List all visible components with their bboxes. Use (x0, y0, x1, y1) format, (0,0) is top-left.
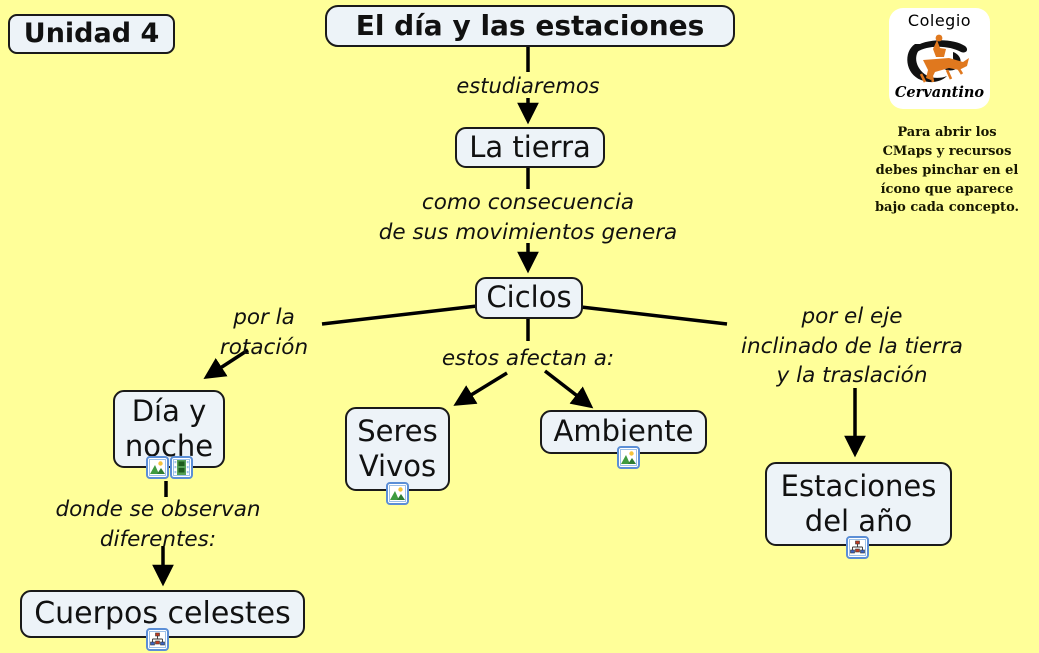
logo-caption: Para abrir los CMaps y recursos debes pi… (874, 125, 1020, 216)
concept-seres-vivos-label: Seres Vivos (357, 413, 438, 483)
concept-la-tierra-label: La tierra (469, 129, 591, 164)
concept-estaciones-del-ano: Estaciones del año (765, 462, 952, 546)
estaciones-cmap-icon[interactable] (846, 536, 869, 559)
link-ciclos-to-por-el-eje (580, 305, 728, 326)
linkphrase-estudiaremos: estudiaremos (456, 74, 600, 98)
school-name-top: Colegio (907, 11, 972, 30)
concept-la-tierra: La tierra (455, 127, 605, 168)
concept-dia-y-noche: Día y noche (113, 390, 225, 468)
school-name-bottom: Cervantino (894, 84, 985, 101)
concept-seres-vivos: Seres Vivos (345, 407, 450, 491)
dia-y-noche-image-icon[interactable] (146, 456, 169, 479)
concept-title-label: El día y las estaciones (355, 8, 705, 42)
ambiente-image-icon[interactable] (617, 446, 640, 469)
linkphrase-por-la-rotacion: por la rotación (219, 305, 309, 360)
linkphrase-como-consecuencia: como consecuencia de sus movimientos gen… (378, 190, 678, 245)
arrow-estos-afectan-to-seres-vivos (453, 371, 508, 406)
concept-ciclos: Ciclos (475, 277, 583, 319)
link-ciclos-to-rotacion (321, 304, 478, 326)
quixote-horseman-icon (906, 34, 969, 83)
unit-badge: Unidad 4 (8, 14, 175, 54)
concept-ciclos-label: Ciclos (486, 280, 572, 315)
concept-dia-y-noche-label: Día y noche (124, 393, 214, 463)
concept-title: El día y las estaciones (325, 5, 735, 47)
concept-cuerpos-celestes: Cuerpos celestes (20, 590, 305, 638)
concept-cuerpos-celestes-label: Cuerpos celestes (34, 595, 291, 631)
seres-vivos-image-icon[interactable] (386, 482, 409, 505)
arrow-estos-afectan-to-ambiente (543, 369, 594, 409)
school-logo: Colegio Cervantino (889, 8, 990, 109)
linkphrase-por-el-eje: por el eje inclinado de la tierra y la t… (741, 304, 963, 389)
linkphrase-donde-se-observan: donde se observan diferentes: (55, 497, 261, 552)
arrow-rotacion-to-dia-y-noche (203, 348, 249, 379)
unit-badge-label: Unidad 4 (23, 17, 160, 49)
concept-ambiente-label: Ambiente (553, 414, 694, 449)
dia-y-noche-video-icon[interactable] (170, 456, 193, 479)
cuerpos-celestes-cmap-icon[interactable] (146, 628, 169, 651)
concept-estaciones-del-ano-label: Estaciones del año (780, 468, 937, 538)
linkphrase-estos-afectan: estos afectan a: (441, 346, 615, 371)
